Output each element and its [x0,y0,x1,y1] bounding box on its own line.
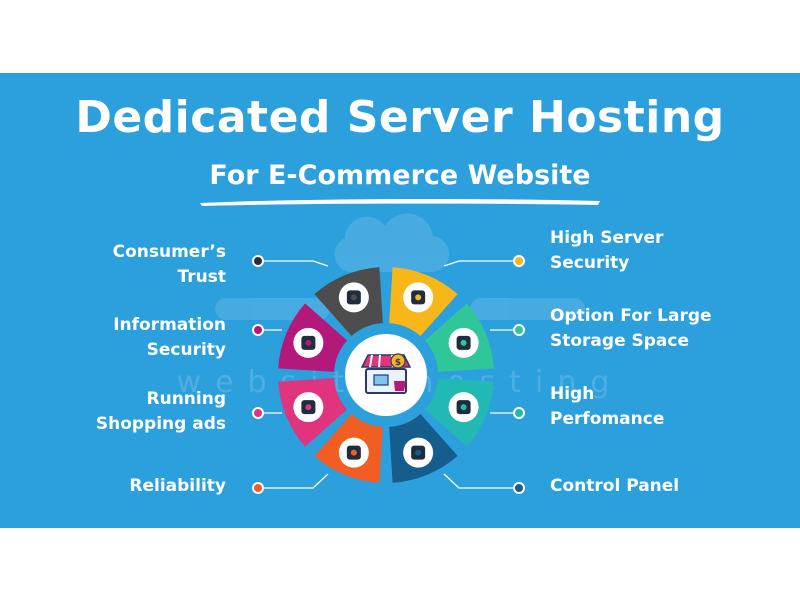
handshake-icon [338,437,369,468]
shield-icon [403,282,434,313]
connector-dot [513,407,525,419]
connector-dot [252,255,264,267]
connector-dot [513,255,525,267]
svg-text:$: $ [395,358,401,368]
monitor-settings-icon [403,437,434,468]
ad-board-icon [293,392,324,423]
connector-dots [252,255,525,494]
subtitle-underline [200,198,600,206]
connector-dot [513,482,525,494]
watermark-logo [215,213,585,320]
speedometer-icon [448,392,479,423]
connector-line [258,260,329,267]
connector-dot [252,407,264,419]
connector-dot [513,324,525,336]
label-control-panel: Control Panel [550,476,680,496]
connector-line [443,473,519,489]
layers-icon [448,327,479,358]
wheel-segments [278,267,494,483]
segment-icons [293,282,479,468]
server-lock-icon [293,327,324,358]
connector-dot [252,482,264,494]
storefront-icon: $ [360,353,412,394]
connector-line [443,260,519,267]
label-reliability: Reliability [129,476,226,496]
users-rating-icon [338,282,369,313]
connector-dot [252,324,264,336]
connector-line [258,473,329,489]
page-subtitle: For E-Commerce Website [209,160,591,191]
page-title: Dedicated Server Hosting [75,92,725,143]
